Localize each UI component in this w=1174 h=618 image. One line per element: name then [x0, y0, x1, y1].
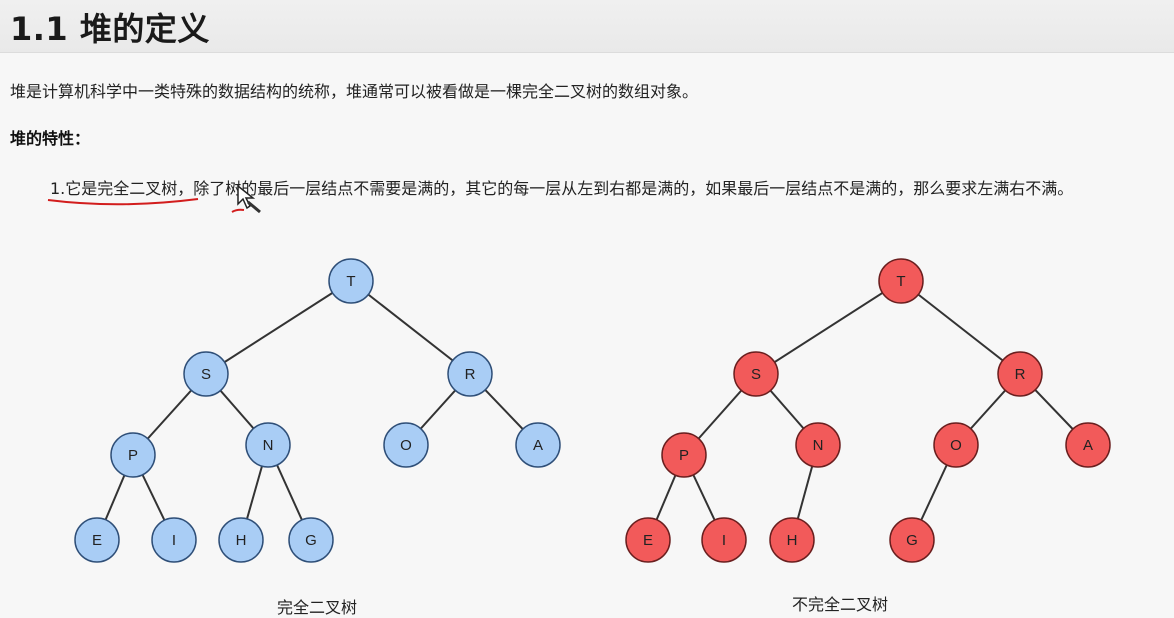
heap-trees-diagram: T S R P N O A E I H G T S R P N O A E I H G	[74, 258, 1111, 563]
tree-node-a: A	[515, 422, 561, 468]
tree-node-g: G	[288, 517, 334, 563]
node-label: G	[305, 532, 317, 549]
node-circle	[889, 517, 935, 563]
node-label: T	[896, 273, 905, 290]
node-label: S	[201, 366, 211, 383]
node-circle	[733, 351, 779, 397]
node-label: H	[236, 532, 247, 549]
underline-tick	[231, 208, 245, 213]
tree-edge	[900, 280, 1021, 375]
tree-node-n: N	[245, 422, 291, 468]
feature-item-1: 1.它是完全二叉树，除了树的最后一层结点不需要是满的，其它的每一层从左到右都是满…	[50, 179, 1074, 198]
features-heading: 堆的特性：	[10, 129, 91, 148]
title-bar: 1.1 堆的定义	[0, 0, 1174, 53]
node-circle	[795, 422, 841, 468]
tree-node-s: S	[183, 351, 229, 397]
tree-node-i: I	[151, 517, 197, 563]
tree-node-e: E	[625, 517, 671, 563]
node-circle	[151, 517, 197, 563]
node-circle	[701, 517, 747, 563]
node-label: P	[679, 447, 689, 464]
section-title: 1.1 堆的定义	[10, 10, 210, 48]
tree-node-h: H	[218, 517, 264, 563]
node-label: A	[533, 437, 543, 454]
node-circle	[245, 422, 291, 468]
node-label: G	[906, 532, 918, 549]
node-label: A	[1083, 437, 1093, 454]
tree-node-i: I	[701, 517, 747, 563]
node-label: O	[400, 437, 412, 454]
tree-edge	[205, 280, 352, 375]
node-label: E	[92, 532, 102, 549]
underline-stroke	[47, 198, 199, 206]
tree-caption-right: 不完全二叉树	[792, 595, 889, 614]
node-label: H	[787, 532, 798, 549]
node-label: N	[813, 437, 824, 454]
node-circle	[218, 517, 264, 563]
tree-node-a: A	[1065, 422, 1111, 468]
node-label: T	[346, 273, 355, 290]
tree-node-t: T	[328, 258, 374, 304]
node-label: S	[751, 366, 761, 383]
tree-node-e: E	[74, 517, 120, 563]
node-label: R	[1015, 366, 1026, 383]
node-label: P	[128, 447, 138, 464]
tree-node-p: P	[110, 432, 156, 478]
tree-edge	[755, 280, 902, 375]
node-circle	[515, 422, 561, 468]
node-circle	[183, 351, 229, 397]
node-circle	[447, 351, 493, 397]
node-label: I	[722, 532, 726, 549]
node-circle	[288, 517, 334, 563]
tree-node-h: H	[769, 517, 815, 563]
tree-node-t: T	[878, 258, 924, 304]
node-circle	[661, 432, 707, 478]
tree-node-n: N	[795, 422, 841, 468]
tree-caption-left: 完全二叉树	[277, 598, 358, 617]
node-label: E	[643, 532, 653, 549]
tree-node-s: S	[733, 351, 779, 397]
tree-node-r: R	[447, 351, 493, 397]
tree-node-g: G	[889, 517, 935, 563]
node-label: O	[950, 437, 962, 454]
node-circle	[74, 517, 120, 563]
node-circle	[328, 258, 374, 304]
pencil-cursor-icon	[237, 184, 261, 214]
node-label: N	[263, 437, 274, 454]
tree-edge	[350, 280, 471, 375]
node-circle	[625, 517, 671, 563]
tree-node-p: P	[661, 432, 707, 478]
node-circle	[769, 517, 815, 563]
node-circle	[997, 351, 1043, 397]
node-circle	[1065, 422, 1111, 468]
node-circle	[933, 422, 979, 468]
node-circle	[383, 422, 429, 468]
definition-paragraph: 堆是计算机科学中一类特殊的数据结构的统称，堆通常可以被看做是一棵完全二叉树的数组…	[10, 82, 699, 101]
node-label: R	[465, 366, 476, 383]
tree-node-o: O	[933, 422, 979, 468]
node-circle	[110, 432, 156, 478]
tree-node-r: R	[997, 351, 1043, 397]
node-label: I	[172, 532, 176, 549]
tree-node-o: O	[383, 422, 429, 468]
node-circle	[878, 258, 924, 304]
